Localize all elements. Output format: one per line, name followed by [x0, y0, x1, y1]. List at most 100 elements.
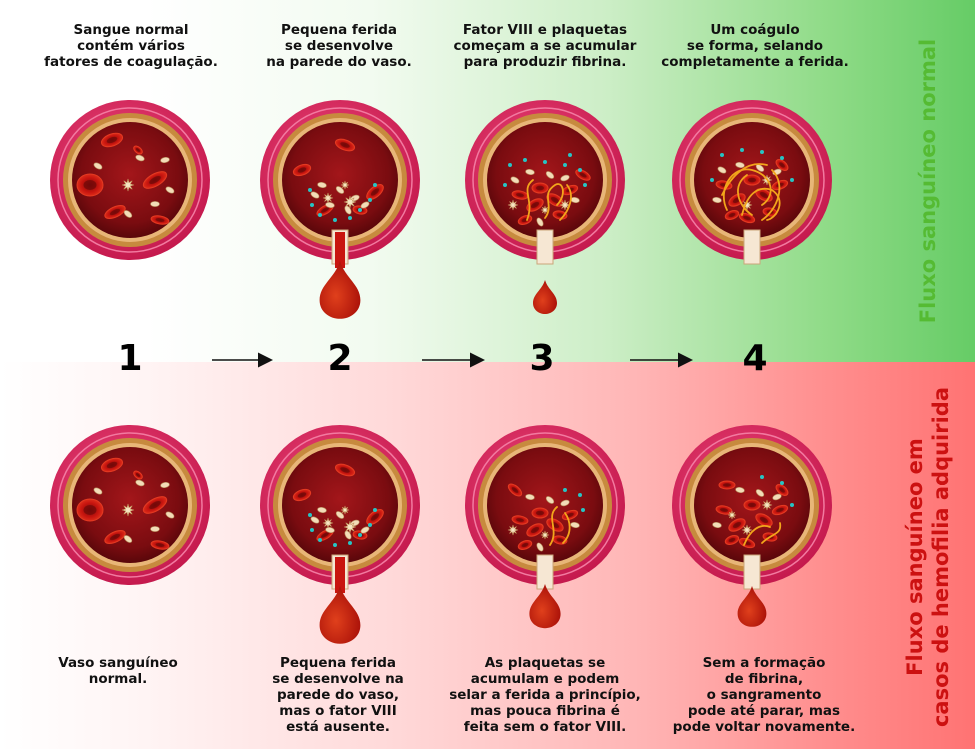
platelet [310, 191, 320, 199]
bottom-caption-1: Vaso sanguíneo normal. [58, 655, 178, 687]
wall-wound [536, 554, 554, 590]
red-blood-cell [724, 535, 740, 545]
vessel-highlight [57, 107, 203, 253]
factor-viii-dot [760, 150, 764, 154]
factor-viii-dot [790, 178, 794, 182]
platelet [735, 162, 745, 168]
red-blood-cell [133, 470, 143, 480]
activated-platelet [507, 199, 519, 211]
activated-platelet [340, 180, 350, 190]
platelet [755, 164, 765, 172]
factor-viii-dot [368, 198, 372, 202]
platelet [712, 197, 722, 203]
activated-platelet [343, 195, 357, 209]
vessel-normal-step-4 [672, 100, 832, 265]
factor-viii-dot [508, 163, 512, 167]
top-caption-3: Fator VIII e plaquetas começam a se acum… [453, 22, 637, 70]
vessel-normal-step-1 [50, 100, 210, 260]
activated-platelet [727, 510, 737, 520]
platelet [735, 487, 745, 493]
red-blood-cell [76, 498, 104, 522]
platelet [360, 526, 370, 534]
blood-drop-hemophilia-step-3 [529, 584, 561, 629]
red-blood-cell [728, 518, 746, 532]
factor-viii-dot [710, 178, 714, 182]
blood-drop-hemophilia-step-2 [319, 586, 361, 644]
factor-viii-dot [740, 148, 744, 152]
red-blood-cell [100, 457, 124, 473]
platelet [135, 154, 145, 162]
factor-viii-dot [503, 183, 507, 187]
platelet [160, 157, 170, 163]
red-blood-cell [104, 205, 126, 219]
factor-viii-dot [318, 538, 322, 542]
platelet [135, 479, 145, 487]
vessel-lumen [487, 447, 603, 563]
red-blood-cell [150, 540, 170, 550]
fibrin-strand [737, 174, 753, 216]
red-blood-cell [517, 540, 533, 550]
activated-platelet [559, 199, 571, 211]
bleeding-stream [335, 557, 345, 593]
factor-viii-dot [368, 523, 372, 527]
activated-platelet [507, 524, 519, 536]
red-blood-cell [366, 184, 384, 200]
factor-viii-dot [333, 543, 337, 547]
fibrin-strand [761, 522, 782, 544]
platelet [536, 217, 544, 227]
vessel-hemophilia-step-1 [50, 425, 210, 585]
platelet [93, 162, 103, 170]
bottom-caption-3: As plaquetas se acumulam e podem selar a… [449, 655, 641, 735]
factor-viii-dot [780, 481, 784, 485]
platelet [317, 182, 327, 188]
step-number-2: 2 [327, 338, 353, 379]
step-number-1: 1 [117, 338, 143, 379]
red-blood-cell [507, 483, 523, 497]
top-caption-4: Um coágulo se forma, selando completamen… [661, 22, 849, 70]
factor-viii-dot [568, 153, 572, 157]
platelet [160, 482, 170, 488]
red-blood-cell [561, 509, 579, 521]
red-blood-cell [575, 169, 591, 181]
red-blood-cell [150, 215, 170, 225]
vessel-hemophilia-step-2 [260, 425, 420, 593]
factor-viii-dot [308, 513, 312, 517]
red-blood-cell [743, 174, 761, 186]
platelet [772, 493, 782, 501]
wall-wound [536, 229, 554, 265]
red-blood-cell [724, 210, 740, 220]
activated-platelet [761, 499, 773, 511]
platelet [545, 496, 555, 504]
platelet [325, 202, 335, 208]
red-blood-cell [76, 173, 104, 197]
vessel-highlight [57, 432, 203, 578]
platelet [93, 487, 103, 495]
red-blood-cell [743, 499, 761, 511]
bleeding-stream [335, 232, 345, 268]
red-blood-cell [142, 496, 168, 514]
factor-viii-dot [790, 503, 794, 507]
red-blood-cell [771, 504, 789, 516]
platelet [123, 210, 133, 218]
fibrin-strand [741, 187, 781, 221]
factor-viii-dot [348, 216, 352, 220]
factor-viii-dot [563, 163, 567, 167]
red-blood-cell [738, 212, 756, 224]
factor-viii-dot [308, 188, 312, 192]
top-caption-1: Sangue normal contém vários fatores de c… [44, 22, 218, 70]
red-blood-cell [366, 509, 384, 525]
activated-platelet [340, 505, 350, 515]
factor-viii-dot [373, 183, 377, 187]
red-blood-cell [142, 171, 168, 189]
factor-viii-dot [523, 158, 527, 162]
factor-viii-dot [563, 488, 567, 492]
platelet [560, 499, 570, 507]
red-blood-cell [531, 182, 549, 194]
step-number-3: 3 [529, 338, 555, 379]
factor-viii-dot [373, 508, 377, 512]
factor-viii-dot [760, 475, 764, 479]
red-blood-cell [104, 530, 126, 544]
fibrin-strand [549, 506, 558, 546]
red-blood-cell [334, 138, 356, 152]
